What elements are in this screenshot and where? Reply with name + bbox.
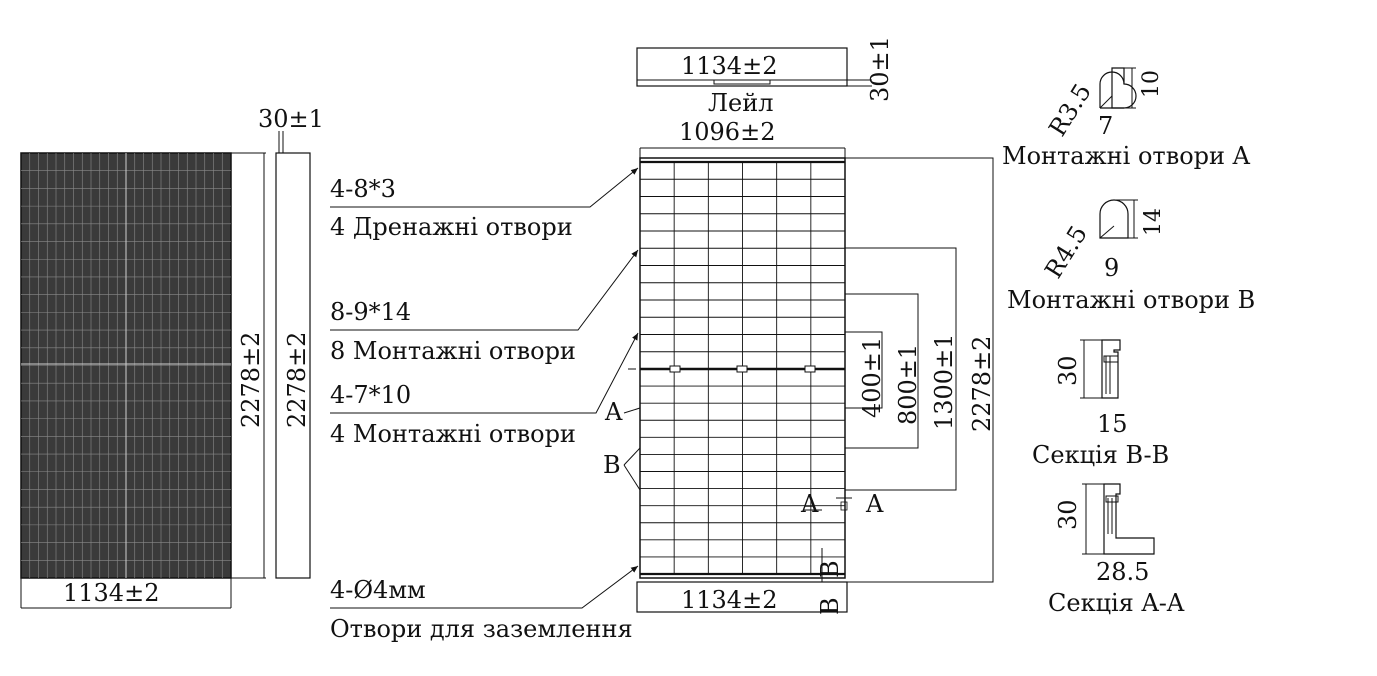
callout-ground-desc: Отвори для заземлення [330, 615, 633, 643]
section-aa-height: 30 [1054, 499, 1082, 530]
callout-ground-spec: 4-Ø4мм [330, 576, 426, 604]
callout-mount4-desc: 4 Монтажні отвори [330, 420, 576, 448]
side-view: 30±1 2278±2 [258, 105, 324, 579]
top-frame [636, 47, 848, 87]
hole-a-height: 10 [1139, 70, 1164, 98]
back-view: 1096±2 1134±2 A A B B A B [603, 118, 996, 615]
side-frame [275, 152, 311, 579]
detail-section-bb: 30 15 Секція B-B [1032, 339, 1169, 469]
hole-b-height: 14 [1141, 208, 1166, 236]
section-bb-caption: Секція B-B [1032, 441, 1169, 469]
dim-2278: 2278±2 [968, 336, 996, 432]
hole-b-marker: B [603, 451, 621, 479]
callout-drain-desc: 4 Дренажні отвори [330, 213, 573, 241]
back-dimension-lines [845, 157, 994, 583]
callout-mount4-spec: 4-7*10 [330, 381, 411, 409]
hole-b-radius: R4.5 [1039, 221, 1093, 284]
section-a-left: A [800, 490, 819, 518]
callout-drain-spec: 4-8*3 [330, 175, 396, 203]
hole-a-caption: Монтажні отвори A [1002, 142, 1251, 170]
back-bottom-width-label: 1134±2 [681, 586, 777, 614]
section-b-bottom: B [816, 560, 844, 578]
top-caption: Лейл [708, 89, 773, 117]
top-thickness-label: 30±1 [866, 36, 894, 102]
top-width-label: 1134±2 [681, 52, 777, 80]
section-bb-height: 30 [1054, 355, 1082, 386]
callouts: 4-8*3 4 Дренажні отвори 8-9*14 8 Монтажн… [330, 167, 639, 643]
section-aa-width: 28.5 [1096, 558, 1149, 586]
dim-400: 400±1 [858, 337, 886, 418]
section-aa-caption: Секція A-A [1048, 589, 1185, 617]
callout-mount8-spec: 8-9*14 [330, 298, 411, 326]
detail-section-aa: 30 28.5 Секція A-A [1048, 483, 1185, 617]
front-width-label: 1134±2 [63, 579, 159, 607]
hole-b-width: 9 [1104, 254, 1119, 282]
side-height-label: 2278±2 [283, 332, 311, 428]
hole-a-radius: R3.5 [1043, 79, 1097, 142]
front-view: 1134±2 2278±2 [20, 152, 266, 609]
hole-b-caption: Монтажні отвори B [1007, 286, 1255, 314]
section-bb-width: 15 [1097, 410, 1128, 438]
detail-hole-a: R3.5 10 7 Монтажні отвори A [1002, 67, 1251, 170]
section-b-side: B [816, 597, 844, 615]
top-view: 1134±2 30±1 Лейл [636, 36, 894, 117]
hole-a-marker: A [604, 398, 623, 426]
back-inner-width-label: 1096±2 [679, 118, 775, 146]
side-thickness-label: 30±1 [258, 105, 324, 133]
callout-mount8-desc: 8 Монтажні отвори [330, 337, 576, 365]
section-a-right: A [865, 490, 884, 518]
hole-a-width: 7 [1098, 112, 1113, 140]
detail-hole-b: R4.5 14 9 Монтажні отвори B [1007, 199, 1255, 314]
front-height-label: 2278±2 [237, 332, 265, 428]
dim-800: 800±1 [894, 344, 922, 425]
dim-1300: 1300±1 [930, 334, 958, 430]
